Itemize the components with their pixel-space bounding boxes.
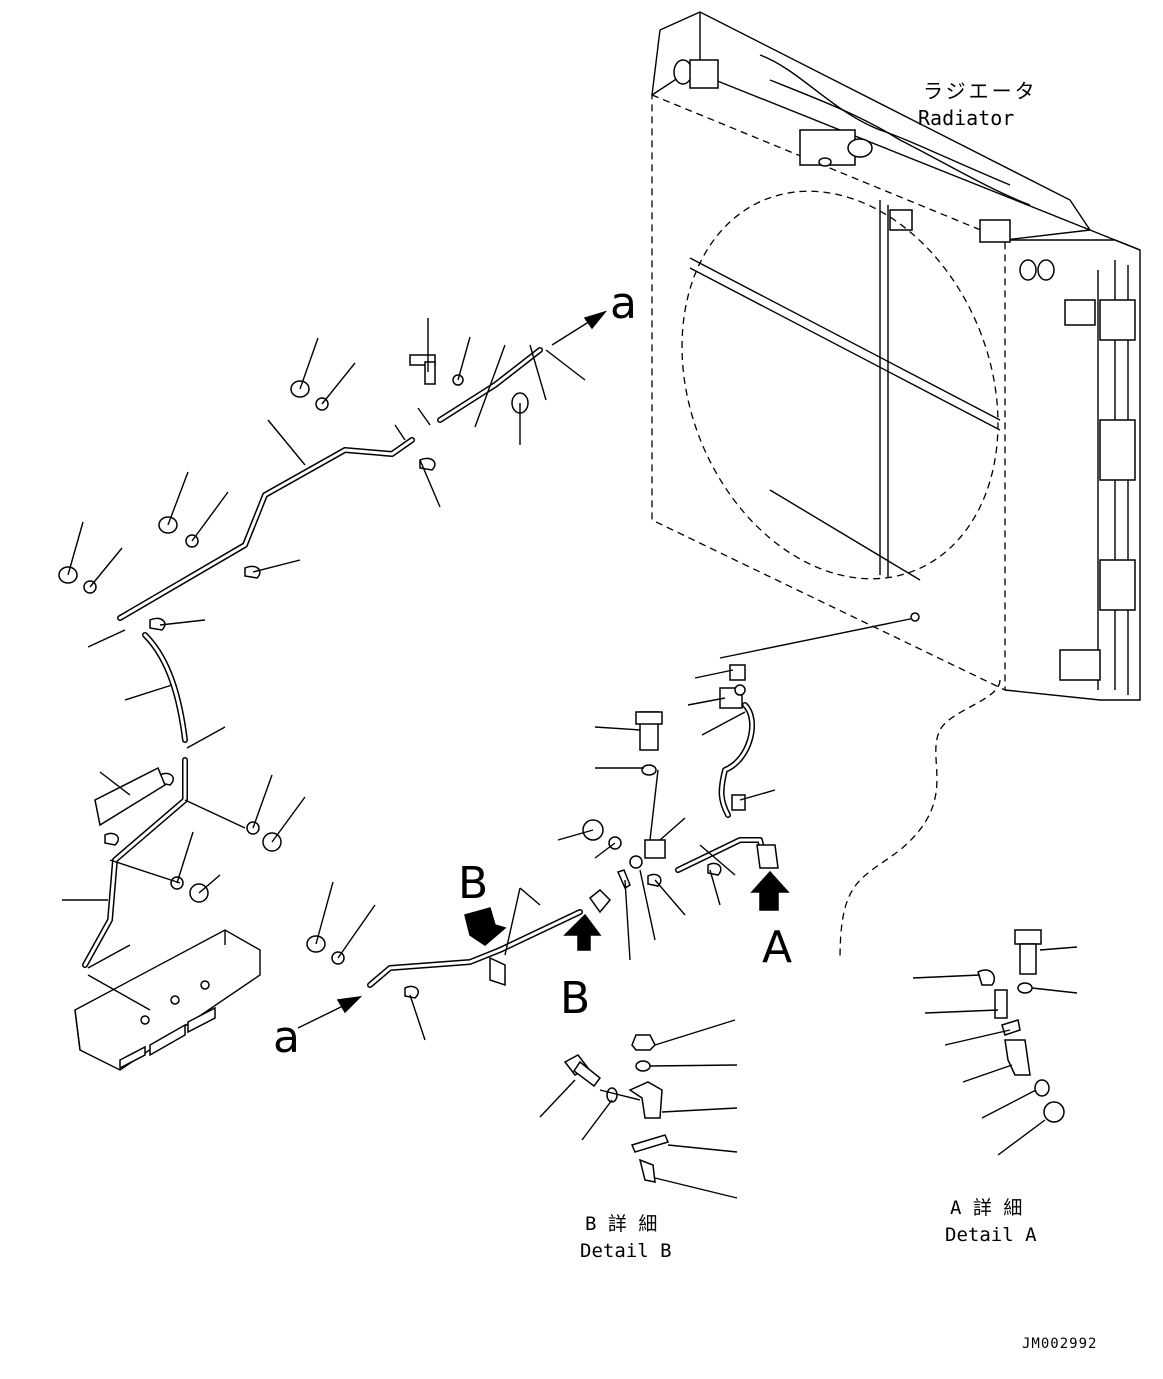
view-arrow-a-up — [750, 870, 790, 911]
detail-b-title-en: Detail B — [580, 1240, 672, 1262]
drawing-number: JM002992 — [1022, 1336, 1097, 1352]
leader-lines-middle — [315, 669, 776, 1041]
connector-label-a-bottom: a — [273, 1012, 300, 1063]
connector-arrow-a-top — [551, 310, 608, 346]
radiator-label-en: Radiator — [918, 106, 1014, 130]
fittings-left — [58, 354, 529, 903]
view-arrow-b-down — [464, 907, 507, 946]
detail-a-title-jp: A 詳 細 — [950, 1197, 1022, 1219]
heater-pipe-middle — [367, 837, 768, 988]
heater-pipe-lower — [82, 757, 188, 968]
connector-arrow-a-bottom — [297, 995, 363, 1029]
detail-a-parts — [977, 929, 1065, 1123]
heater-hose-left — [142, 632, 188, 743]
view-arrow-b-up — [563, 913, 602, 951]
detail-b-title-jp: B 詳 細 — [585, 1213, 657, 1235]
leader-lines-left — [62, 318, 586, 1011]
fittings-middle — [306, 664, 779, 999]
view-label-b-bottom: B — [560, 973, 590, 1024]
detail-a-title-en: Detail A — [945, 1224, 1037, 1246]
heater-pipe-upper — [117, 347, 543, 621]
detail-b-parts — [563, 1034, 670, 1183]
view-label-a: A — [762, 922, 792, 973]
heater-hose-right — [718, 702, 756, 818]
radiator-label-jp: ラジエータ — [923, 79, 1038, 103]
leader-lines-detail-a — [912, 946, 1078, 1156]
heater-unit — [74, 929, 261, 1071]
radiator-assembly — [651, 11, 1141, 961]
connector-label-a-top: a — [610, 278, 637, 329]
leader-lines-detail-b — [539, 1019, 738, 1199]
view-label-b-top: B — [458, 858, 488, 909]
